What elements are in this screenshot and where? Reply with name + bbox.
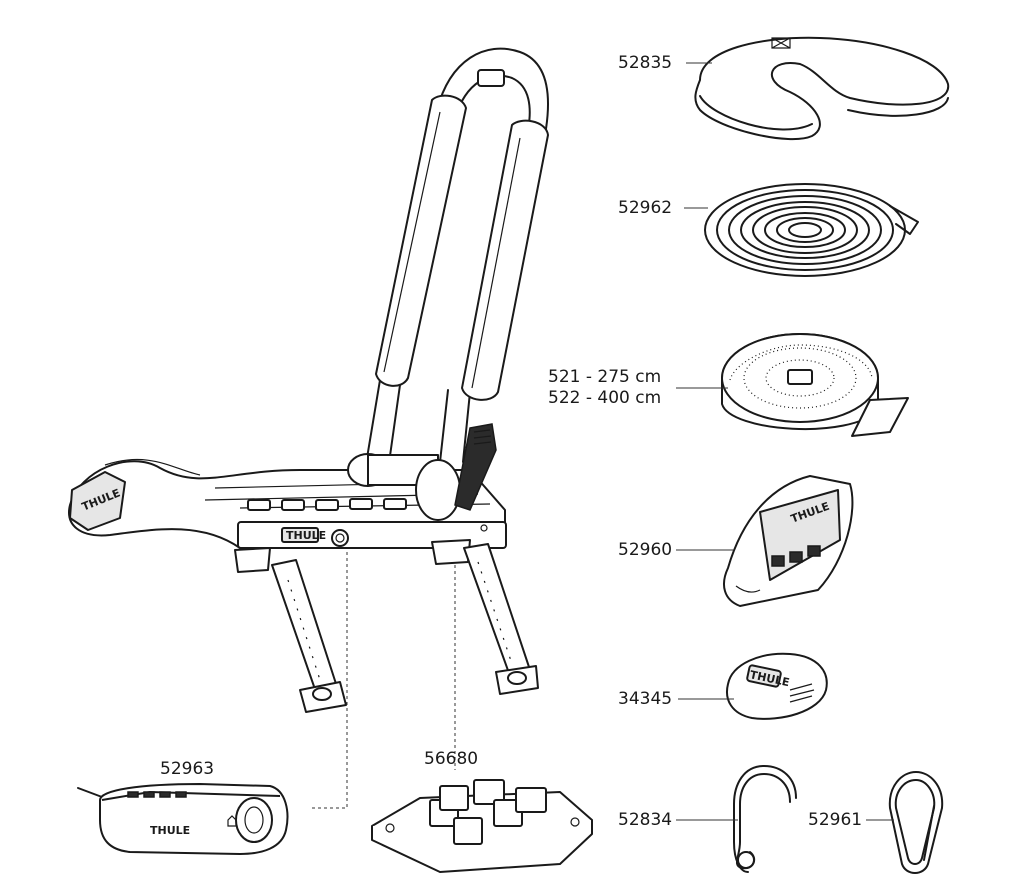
- release-lever: [454, 423, 497, 511]
- label-521-length: 521 - 275 cm: [548, 367, 662, 387]
- kayak-carrier-illustration: THULE THULE: [68, 47, 550, 713]
- label-52961: 52961: [808, 810, 863, 830]
- lock-cover-brand-logo: THULE: [150, 824, 190, 837]
- adapter-base-illustration: [371, 779, 593, 873]
- lock-cover-illustration: THULE: [77, 783, 289, 855]
- lock-knob: [331, 529, 349, 547]
- label-52835: 52835: [618, 53, 673, 73]
- right-pad: [461, 119, 549, 401]
- base-logo-plate: [69, 471, 126, 531]
- label-52834: 52834: [618, 810, 673, 830]
- label-34345: 34345: [618, 689, 673, 709]
- right-mount-strap: [463, 543, 531, 677]
- s-hook-illustration: [733, 765, 797, 873]
- carabiner-illustration: [888, 771, 944, 874]
- lever-cover-illustration: THULE: [723, 475, 854, 607]
- pad-roll-illustration: [721, 333, 909, 437]
- left-pad: [375, 94, 467, 387]
- coiled-strap-illustration: [704, 183, 919, 277]
- label-522-length: 522 - 400 cm: [548, 388, 662, 408]
- hinge-right: [415, 459, 461, 521]
- label-56680: 56680: [424, 749, 479, 769]
- end-cap-illustration: THULE: [726, 652, 828, 720]
- frame-clip: [477, 69, 505, 87]
- strip-brand-logo: THULE: [286, 529, 326, 542]
- callout-line-lock: [310, 552, 348, 809]
- label-52960: 52960: [618, 540, 673, 560]
- strap-loop-illustration: [694, 36, 950, 140]
- label-52962: 52962: [618, 198, 673, 218]
- label-52963: 52963: [160, 759, 215, 779]
- left-mount-strap: [271, 559, 339, 699]
